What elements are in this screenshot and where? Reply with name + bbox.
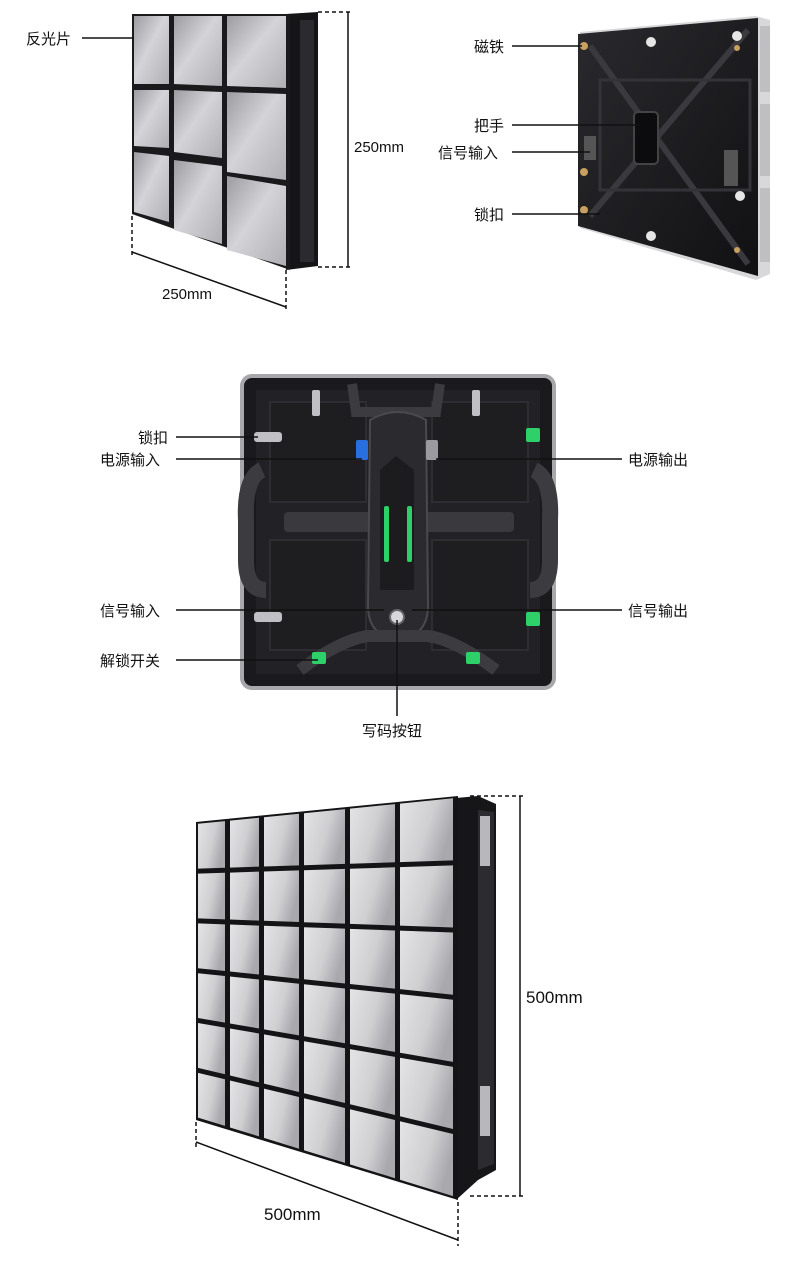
- reflector-tile: [400, 1057, 453, 1129]
- reflector-tile: [350, 1049, 395, 1116]
- reflector-tile: [230, 1080, 259, 1137]
- front-panel-large: [195, 795, 524, 1246]
- reflector-tile: [230, 871, 259, 921]
- label-handle: 把手: [474, 117, 504, 135]
- reflector-tile: [264, 925, 299, 979]
- front-panel-small: [82, 11, 352, 312]
- label-unlock-switch: 解锁开关: [100, 652, 160, 670]
- label-power-in: 电源输入: [100, 451, 160, 469]
- back-panel-small: [512, 16, 770, 280]
- reflector-tile: [350, 867, 395, 926]
- reflector-tile: [264, 1034, 299, 1093]
- reflector-tile: [350, 804, 395, 864]
- label-write-code-button: 写码按钮: [362, 722, 422, 740]
- dim-width-500: 500mm: [264, 1205, 321, 1224]
- reflector-tile: [304, 984, 345, 1044]
- reflector-tile: [350, 928, 395, 989]
- reflector-tile: [400, 1121, 453, 1197]
- reflector-tile: [198, 973, 225, 1023]
- label-power-out: 电源输出: [628, 451, 688, 469]
- reflector-tile: [400, 994, 453, 1062]
- reflector-tile: [264, 980, 299, 1036]
- dim-height-250: 250mm: [354, 139, 404, 156]
- reflector-tile: [230, 1028, 259, 1083]
- reflector-tile: [198, 821, 225, 869]
- reflector-tile: [198, 1072, 225, 1126]
- reflector-tile: [230, 976, 259, 1029]
- label-magnet: 磁铁: [474, 38, 504, 56]
- reflector-tile: [304, 809, 345, 866]
- reflector-tile: [230, 924, 259, 975]
- back-panel-large: [176, 374, 622, 716]
- reflector-tile: [198, 1023, 225, 1075]
- dim-width-250: 250mm: [162, 286, 212, 303]
- reflector-tile: [198, 923, 225, 972]
- label-signal-in-large: 信号输入: [100, 602, 160, 620]
- label-lock-large: 锁扣: [138, 429, 168, 447]
- reflector-tile: [264, 870, 299, 923]
- reflector-tile: [304, 868, 345, 924]
- reflector-tile: [304, 927, 345, 984]
- reflector-tile: [264, 1088, 299, 1149]
- reflector-tile: [304, 1098, 345, 1163]
- reflector-tile: [230, 817, 259, 868]
- reflector-tile: [400, 930, 453, 995]
- reflector-tile: [400, 798, 453, 863]
- label-lock-small: 锁扣: [474, 206, 504, 224]
- reflector-tile: [304, 1041, 345, 1104]
- reflector-tile: [350, 988, 395, 1052]
- reflector-tile: [264, 813, 299, 867]
- label-reflector: 反光片: [26, 30, 71, 48]
- reflector-tile: [400, 865, 453, 928]
- dim-height-500: 500mm: [526, 988, 583, 1007]
- label-signal-in-small: 信号输入: [438, 144, 498, 162]
- reflector-tile: [198, 872, 225, 920]
- reflector-tile: [350, 1109, 395, 1179]
- label-signal-out: 信号输出: [628, 602, 688, 620]
